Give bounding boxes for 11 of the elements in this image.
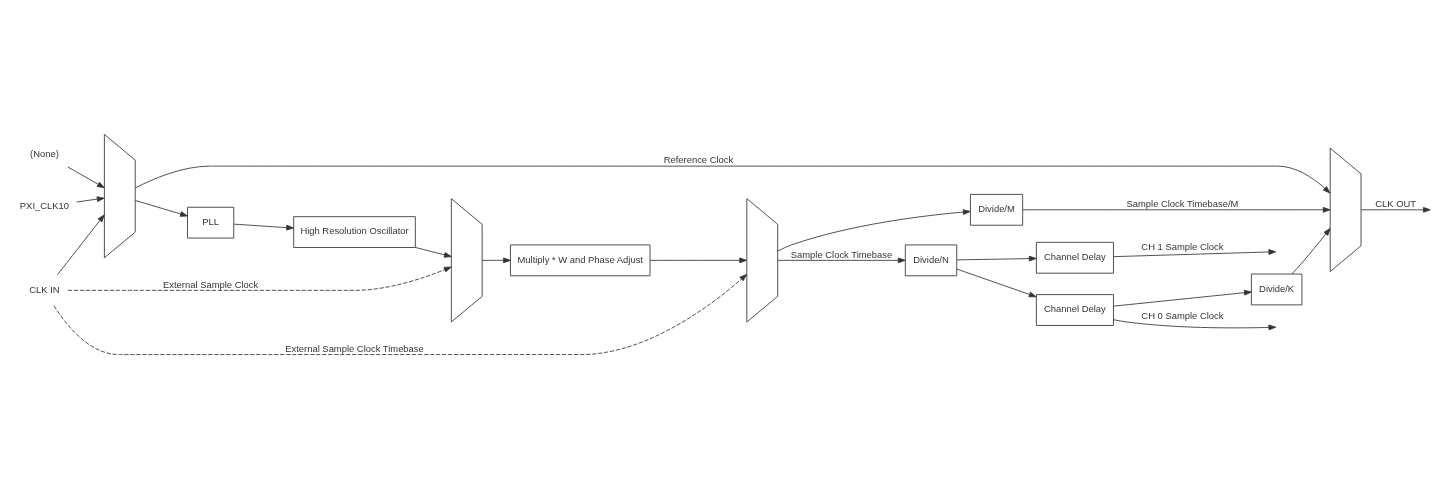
edge-label: Reference Clock	[663, 154, 734, 166]
node-text: PXI_CLK10	[19, 199, 69, 211]
edge-label: CLK OUT	[1375, 198, 1417, 210]
edge-label: External Sample Clock	[163, 278, 259, 290]
edge-label: External Sample Clock Timebase	[285, 342, 424, 354]
edge-label: Sample Clock Timebase/M	[1126, 198, 1239, 210]
edge-label: CH 0 Sample Clock	[1141, 310, 1224, 322]
node-text: (None)	[30, 147, 59, 159]
edge-label: CH 1 Sample Clock	[1141, 240, 1224, 252]
node-text: CLK IN	[29, 283, 60, 295]
edge-label: Sample Clock Timebase	[790, 248, 893, 260]
